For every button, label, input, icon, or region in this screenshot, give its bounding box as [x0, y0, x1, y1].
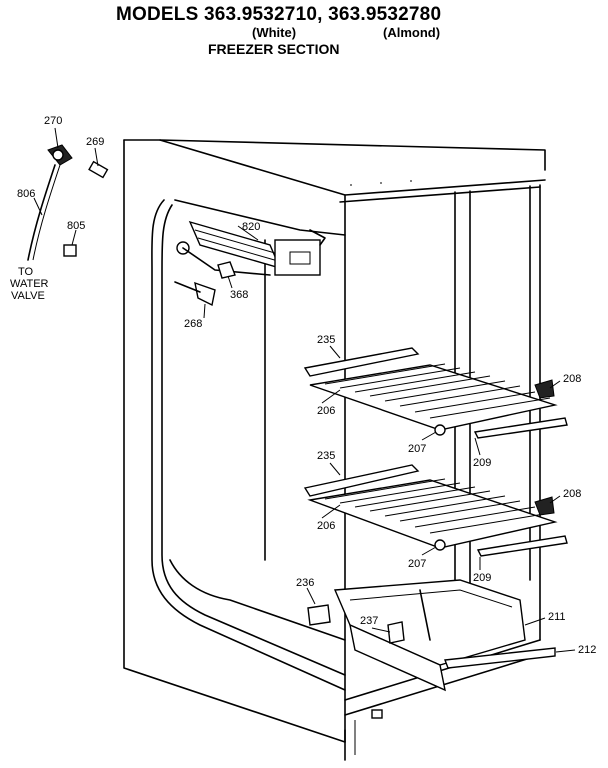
callout-235-upper: 235 [317, 334, 335, 346]
upper-shelf-assembly [303, 347, 568, 439]
water-fill-parts [27, 144, 236, 307]
callout-270: 270 [44, 115, 62, 127]
section-title: FREEZER SECTION [208, 41, 340, 57]
callout-208-lower: 208 [563, 488, 581, 500]
leader-lines [33, 127, 576, 653]
callout-206-lower: 206 [317, 520, 335, 532]
callout-368: 368 [230, 289, 248, 301]
ice-maker-820 [176, 220, 326, 276]
callout-211: 211 [548, 611, 566, 623]
water-to-label: TO [18, 266, 34, 278]
callout-235-lower: 235 [317, 450, 335, 462]
callout-269: 269 [86, 136, 104, 148]
ice-bucket-assembly [307, 579, 556, 692]
callout-207-upper: 207 [408, 443, 426, 455]
lower-shelf-assembly [303, 464, 568, 557]
color-almond-label: (Almond) [383, 25, 441, 40]
callout-805: 805 [67, 220, 85, 232]
callout-236: 236 [296, 577, 314, 589]
callout-206-upper: 206 [317, 405, 335, 417]
color-white-label: (White) [252, 25, 297, 40]
callout-268: 268 [184, 318, 202, 330]
callout-212: 212 [578, 644, 596, 656]
callout-806: 806 [17, 188, 35, 200]
callout-208-upper: 208 [563, 373, 581, 385]
water-water-label: WATER [10, 278, 49, 290]
callout-207-lower: 207 [408, 558, 426, 570]
water-valve-label: VALVE [11, 290, 45, 302]
models-title: MODELS 363.9532710, 363.9532780 [116, 4, 442, 25]
callout-209-lower: 209 [473, 572, 491, 584]
callout-209-upper: 209 [473, 457, 491, 469]
callout-820: 820 [242, 221, 260, 233]
callout-237: 237 [360, 615, 378, 627]
